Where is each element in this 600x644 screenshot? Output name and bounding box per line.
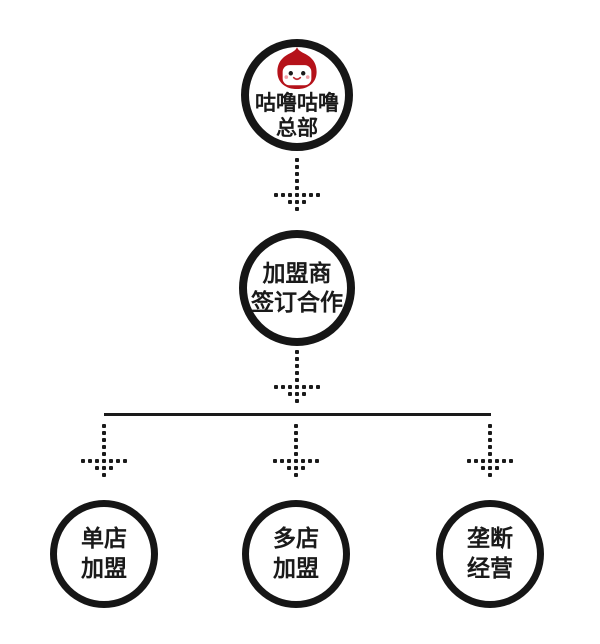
dotted-down-arrow-branch-left	[81, 424, 127, 477]
leaf-node-label: 多店 加盟	[273, 524, 319, 584]
leaf-node-multi-store-franchise: 多店 加盟	[242, 500, 350, 608]
root-node-headquarters: 咕噜咕噜 总部	[241, 39, 353, 151]
leaf-2-line1: 垄断	[467, 525, 513, 552]
middle-label-line2: 签订合作	[251, 289, 343, 315]
leaf-node-single-store-franchise: 单店 加盟	[50, 500, 158, 608]
dotted-down-arrow-root-to-middle	[274, 158, 320, 211]
leaf-0-line2: 加盟	[81, 555, 127, 581]
leaf-node-label: 垄断 经营	[467, 524, 513, 584]
middle-label-line1: 加盟商	[262, 259, 332, 286]
gulu-mascot-icon	[277, 47, 317, 90]
dotted-down-arrow-branch-right	[467, 424, 513, 477]
leaf-1-line2: 加盟	[273, 555, 319, 581]
root-label-line2: 总部	[276, 117, 318, 140]
dotted-down-arrow-branch-center	[273, 424, 319, 477]
root-label-line1: 咕噜咕噜	[255, 92, 339, 116]
middle-node-cooperation: 加盟商 签订合作	[239, 230, 355, 346]
branch-line	[104, 413, 491, 416]
leaf-2-line2: 经营	[467, 555, 513, 581]
dotted-down-arrow-middle-to-branch	[274, 350, 320, 403]
leaf-node-exclusive-operation: 垄断 经营	[436, 500, 544, 608]
middle-node-label: 加盟商 签订合作	[251, 259, 343, 318]
root-node-label: 咕噜咕噜 总部	[255, 92, 339, 142]
leaf-1-line1: 多店	[273, 525, 319, 552]
leaf-node-label: 单店 加盟	[81, 524, 127, 584]
leaf-0-line1: 单店	[81, 525, 127, 552]
